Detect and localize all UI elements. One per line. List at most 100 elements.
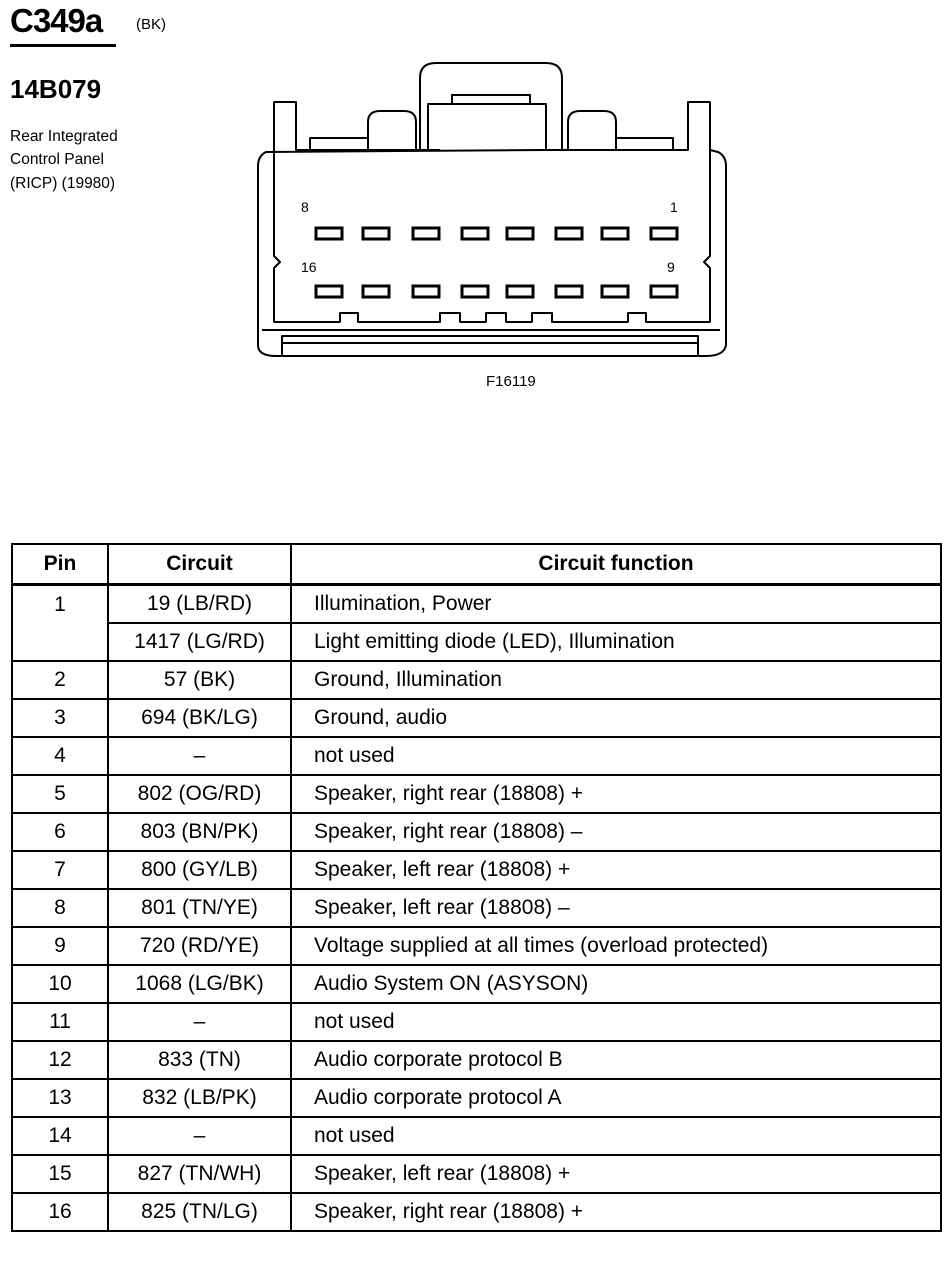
pin-cavity-6 bbox=[411, 226, 441, 241]
function-cell: Speaker, right rear (18808) – bbox=[290, 812, 942, 852]
circuit-cell: 801 (TN/YE) bbox=[107, 888, 292, 928]
function-cell: Speaker, left rear (18808) + bbox=[290, 1154, 942, 1194]
circuit-cell: 803 (BN/PK) bbox=[107, 812, 292, 852]
pin-cell: 7 bbox=[11, 850, 109, 890]
left-bump bbox=[367, 110, 417, 150]
pin-label-9: 9 bbox=[667, 259, 675, 275]
pin-cavity-14 bbox=[411, 284, 441, 299]
figure-label: F16119 bbox=[486, 373, 536, 390]
function-cell: Speaker, right rear (18808) + bbox=[290, 1192, 942, 1232]
function-cell: not used bbox=[290, 1002, 942, 1042]
connector-face-diagram: 8 1 16 9 bbox=[257, 62, 727, 357]
description-line-2: Control Panel bbox=[10, 151, 104, 168]
pin-cavity-15 bbox=[361, 284, 391, 299]
pin-cavity-1 bbox=[649, 226, 679, 241]
function-cell: Speaker, left rear (18808) + bbox=[290, 850, 942, 890]
pin-cell: 14 bbox=[11, 1116, 109, 1156]
pin-cell: 13 bbox=[11, 1078, 109, 1118]
pin-cavity-9 bbox=[649, 284, 679, 299]
function-cell: Speaker, left rear (18808) – bbox=[290, 888, 942, 928]
bottom-pin-row bbox=[314, 284, 679, 299]
locking-tab-inner bbox=[427, 103, 547, 150]
circuit-cell: 827 (TN/WH) bbox=[107, 1154, 292, 1194]
bottom-rail bbox=[281, 335, 699, 357]
function-cell: Audio corporate protocol A bbox=[290, 1078, 942, 1118]
description-line-1: Rear Integrated bbox=[10, 128, 118, 145]
connector-inner-cavity bbox=[273, 150, 711, 323]
circuit-cell: 19 (LB/RD) bbox=[107, 583, 292, 624]
pin-label-1: 1 bbox=[670, 199, 678, 215]
pin-cavity-7 bbox=[361, 226, 391, 241]
connector-outer-body bbox=[257, 101, 727, 357]
table-row: 14–not used bbox=[11, 1116, 942, 1156]
pin-cavity-16 bbox=[314, 284, 344, 299]
pin-cavity-12 bbox=[505, 284, 535, 299]
pin-cell: 3 bbox=[11, 698, 109, 738]
top-shoulder bbox=[309, 137, 674, 150]
pin-cavity-4 bbox=[505, 226, 535, 241]
pin-cavity-2 bbox=[600, 226, 630, 241]
pin-cavity-10 bbox=[600, 284, 630, 299]
circuit-cell: 1068 (LG/BK) bbox=[107, 964, 292, 1004]
pin-cell: 10 bbox=[11, 964, 109, 1004]
pin-cell: 11 bbox=[11, 1002, 109, 1042]
function-cell: Speaker, right rear (18808) + bbox=[290, 774, 942, 814]
connector-id: C349a bbox=[10, 2, 103, 39]
table-row: 4–not used bbox=[11, 736, 942, 776]
circuit-cell: 1417 (LG/RD) bbox=[107, 622, 292, 662]
header-function: Circuit function bbox=[290, 543, 942, 586]
top-pin-row bbox=[314, 226, 679, 241]
function-cell: Audio corporate protocol B bbox=[290, 1040, 942, 1080]
right-bump bbox=[567, 110, 617, 150]
pin-cell: 4 bbox=[11, 736, 109, 776]
pin-cell: 15 bbox=[11, 1154, 109, 1194]
function-cell: not used bbox=[290, 736, 942, 776]
pin-cavity-5 bbox=[460, 226, 490, 241]
table-header-row: Pin Circuit Circuit function bbox=[11, 543, 942, 586]
circuit-cell: 825 (TN/LG) bbox=[107, 1192, 292, 1232]
locking-tab bbox=[419, 62, 563, 150]
function-cell: Light emitting diode (LED), Illumination bbox=[290, 622, 942, 662]
part-number: 14B079 bbox=[10, 74, 102, 104]
connector-color-code: (BK) bbox=[136, 16, 166, 33]
circuit-cell: – bbox=[107, 1116, 292, 1156]
header-circuit: Circuit bbox=[107, 543, 292, 586]
circuit-cell: 694 (BK/LG) bbox=[107, 698, 292, 738]
pin-cavity-11 bbox=[554, 284, 584, 299]
pin-cell bbox=[11, 623, 109, 662]
function-cell: Ground, Illumination bbox=[290, 660, 942, 700]
pin-cell: 16 bbox=[11, 1192, 109, 1232]
pin-cavity-3 bbox=[554, 226, 584, 241]
pin-cell: 9 bbox=[11, 926, 109, 966]
circuit-cell: 57 (BK) bbox=[107, 660, 292, 700]
pin-cell: 6 bbox=[11, 812, 109, 852]
table-row: 11–not used bbox=[11, 1002, 942, 1042]
pin-cell: 12 bbox=[11, 1040, 109, 1080]
pin-label-16: 16 bbox=[301, 259, 317, 275]
pin-cavity-13 bbox=[460, 284, 490, 299]
function-cell: Voltage supplied at all times (overload … bbox=[290, 926, 942, 966]
pin-cell: 5 bbox=[11, 774, 109, 814]
circuit-cell: 802 (OG/RD) bbox=[107, 774, 292, 814]
description-line-3: (RICP) (19980) bbox=[10, 175, 116, 192]
table-row: 1417 (LG/RD)Light emitting diode (LED), … bbox=[11, 622, 942, 662]
function-cell: Ground, audio bbox=[290, 698, 942, 738]
circuit-cell: – bbox=[107, 736, 292, 776]
pin-cell: 8 bbox=[11, 888, 109, 928]
function-cell: Audio System ON (ASYSON) bbox=[290, 964, 942, 1004]
circuit-cell: 833 (TN) bbox=[107, 1040, 292, 1080]
function-cell: not used bbox=[290, 1116, 942, 1156]
